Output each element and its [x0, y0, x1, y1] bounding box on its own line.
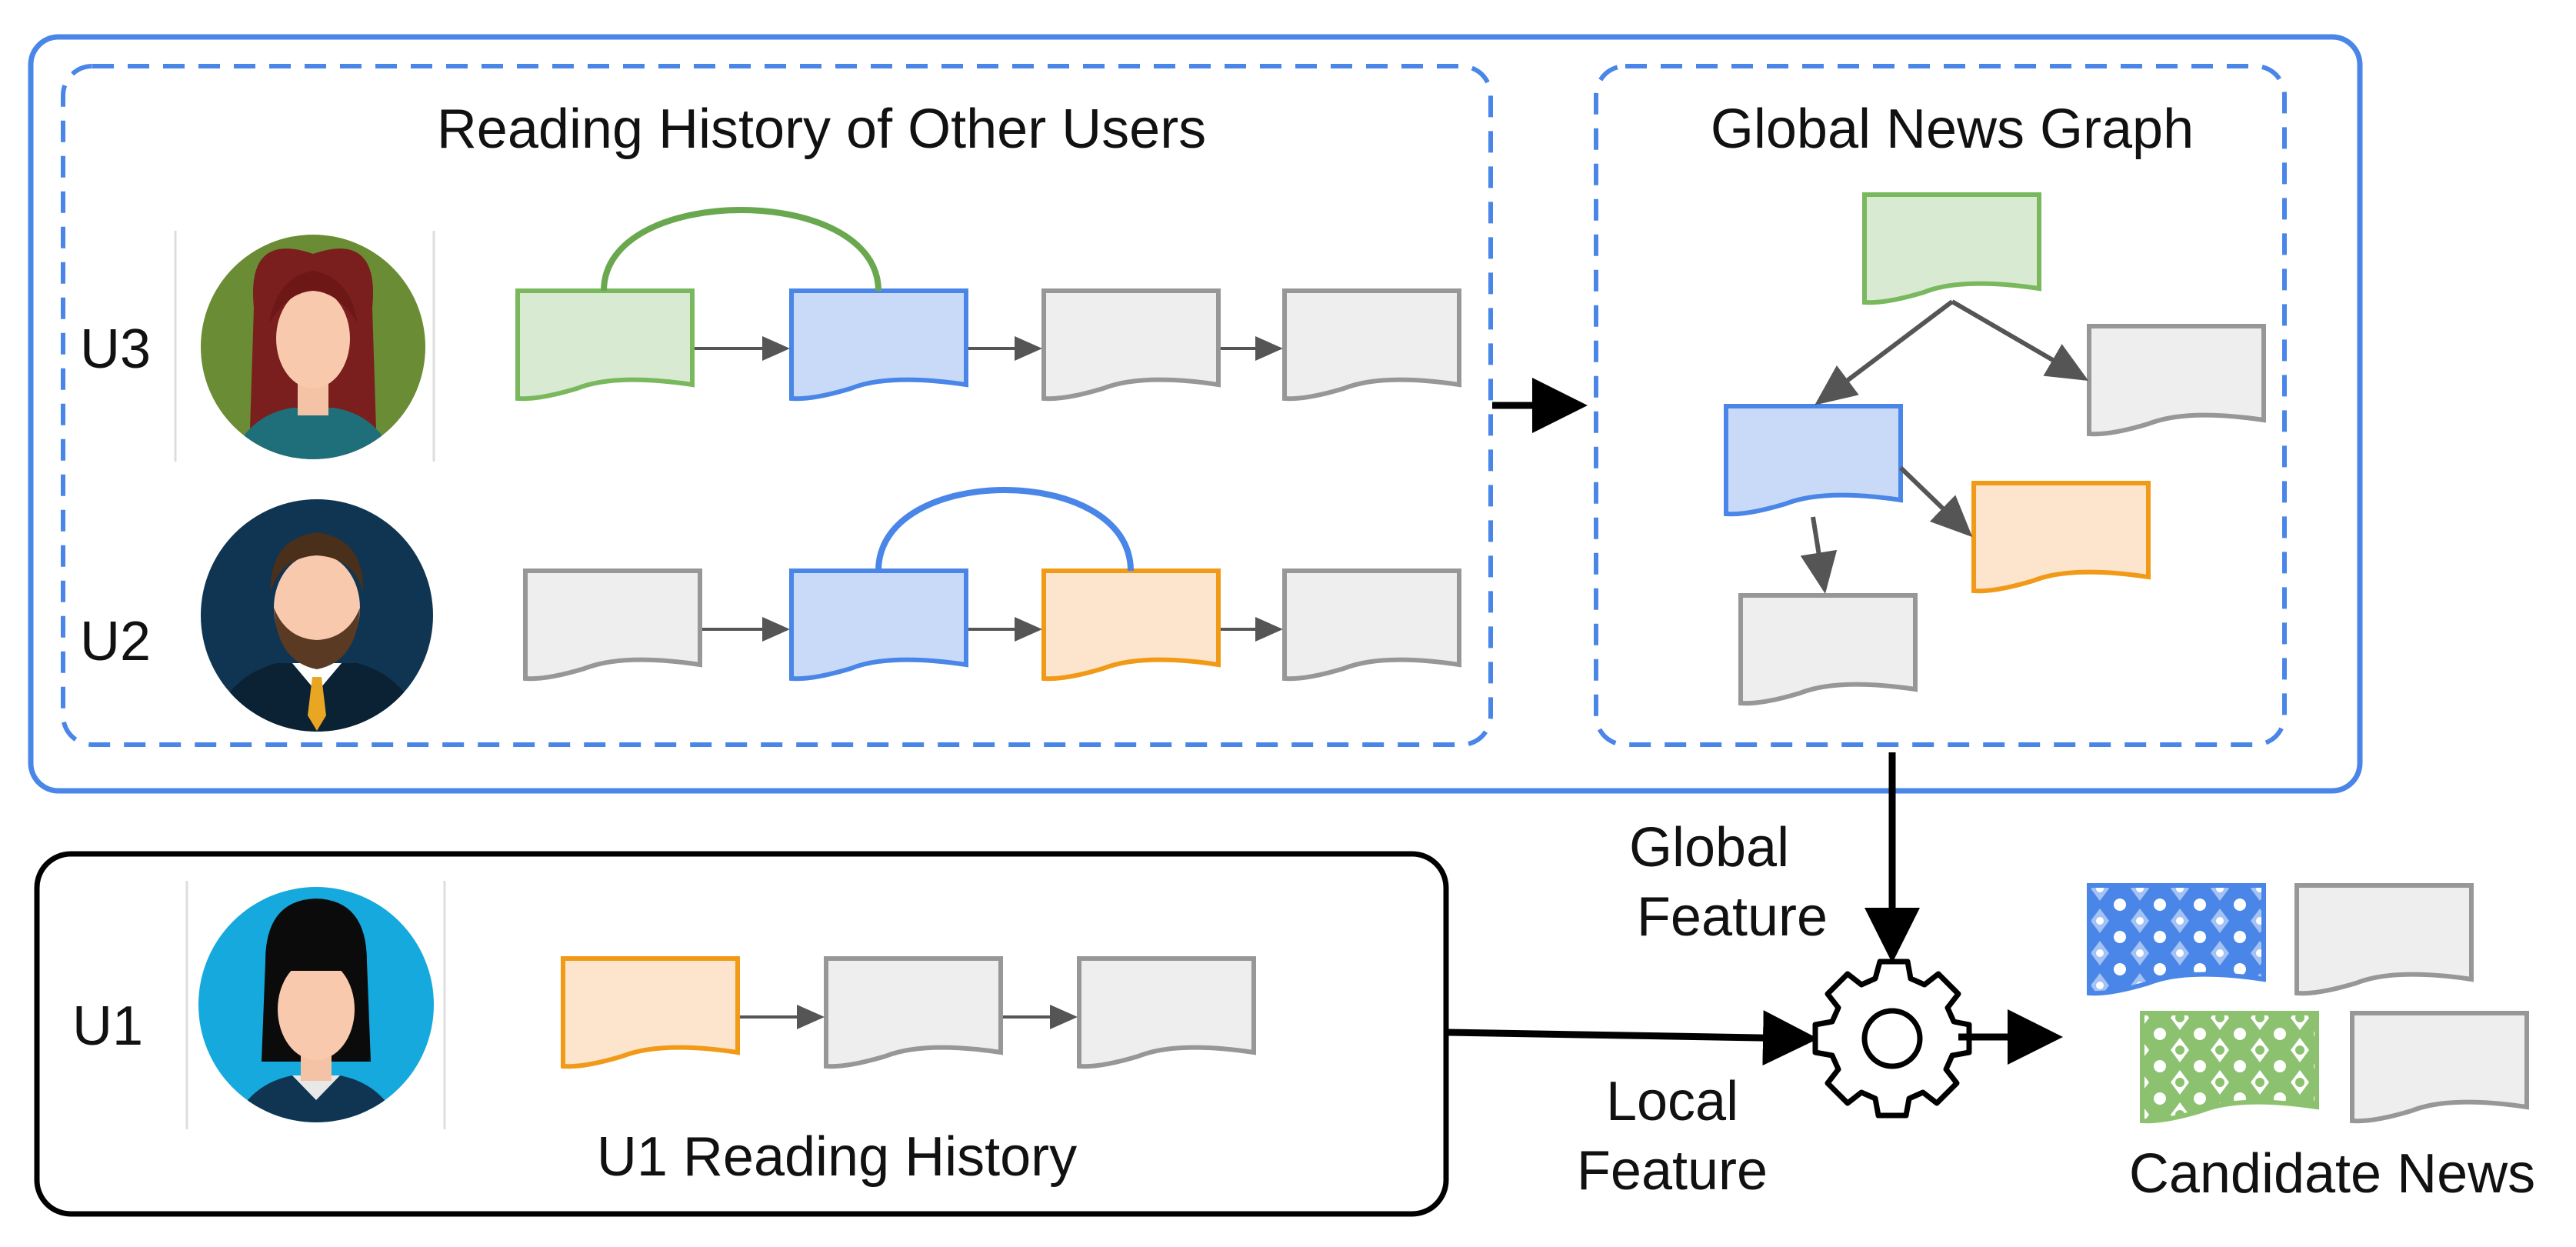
candidate-news-gray-2 [2350, 1011, 2529, 1124]
u1-news-gray-2 [1077, 956, 1256, 1069]
u3-news-gray-1 [1041, 288, 1221, 402]
local-feature-arrow [1447, 1010, 1818, 1066]
local-feature-label: Local [1606, 1071, 1738, 1132]
u2-news-gray-2 [1282, 568, 1461, 682]
graph-node-green [1862, 192, 2041, 305]
u3-sequence [515, 207, 1461, 402]
graph-node-blue [1724, 404, 1903, 517]
u2-news-orange [1041, 568, 1221, 682]
global-feature-label: Global [1629, 817, 1789, 879]
user-label-u3: U3 [80, 318, 151, 380]
graph-node-gray-right [2087, 324, 2266, 437]
gear-icon [1812, 959, 1972, 1119]
global-graph-title: Global News Graph [1711, 98, 2194, 160]
u2-news-gray-1 [523, 568, 702, 682]
candidate-news-blue [2087, 883, 2266, 996]
candidate-news [2087, 883, 2529, 1124]
u2-sequence [523, 487, 1461, 682]
u1-history-panel [34, 851, 1449, 1217]
avatar-u3 [174, 231, 435, 462]
u3-news-blue [789, 288, 968, 402]
u2-news-blue [789, 568, 968, 682]
u1-news-orange [561, 956, 740, 1069]
u1-history-title: U1 Reading History [597, 1126, 1077, 1188]
candidate-news-gray-1 [2294, 883, 2474, 996]
graph-node-gray-bottom [1738, 593, 1918, 706]
global-news-graph [1724, 192, 2266, 706]
u1-news-gray-1 [824, 956, 1003, 1069]
u3-news-gray-2 [1282, 288, 1461, 402]
u3-news-green [515, 288, 695, 402]
other-history-title: Reading History of Other Users [437, 98, 1206, 160]
user-label-u1: U1 [72, 995, 143, 1057]
local-feature-label-2: Feature [1577, 1140, 1768, 1202]
other-users-panel [28, 34, 2363, 794]
avatar-u1 [185, 881, 446, 1129]
avatar-u2 [201, 499, 433, 732]
graph-node-orange [1971, 481, 2151, 594]
candidate-news-green [2140, 1011, 2319, 1124]
global-feature-label-2: Feature [1637, 886, 1828, 948]
user-label-u2: U2 [80, 611, 151, 672]
candidate-news-title: Candidate News [2129, 1143, 2535, 1205]
u1-sequence [561, 956, 1256, 1069]
other-history-box [61, 64, 1493, 747]
